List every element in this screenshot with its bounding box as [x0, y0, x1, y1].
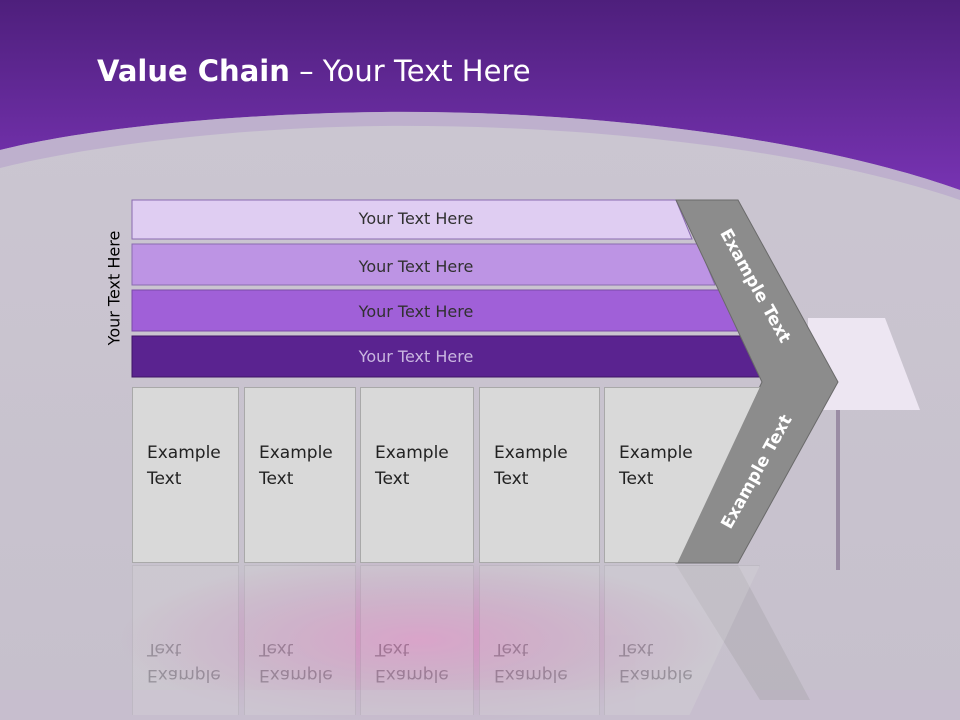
bar-2-shape: [131, 243, 716, 286]
arrow-chevron-shape: [675, 199, 839, 564]
bar-2-label: Your Text Here: [358, 257, 474, 276]
bar-4-label: Your Text Here: [358, 347, 474, 366]
page-title-bold: Value Chain: [97, 54, 290, 88]
arrow-reflection-shape: [676, 565, 810, 700]
bar-1-label: Your Text Here: [358, 209, 474, 228]
page-title-rest: – Your Text Here: [289, 54, 531, 88]
bar-1-shape: [131, 199, 693, 240]
page-title: Value Chain – Your Text Here: [97, 54, 531, 88]
bar-3-label: Your Text Here: [358, 302, 474, 321]
